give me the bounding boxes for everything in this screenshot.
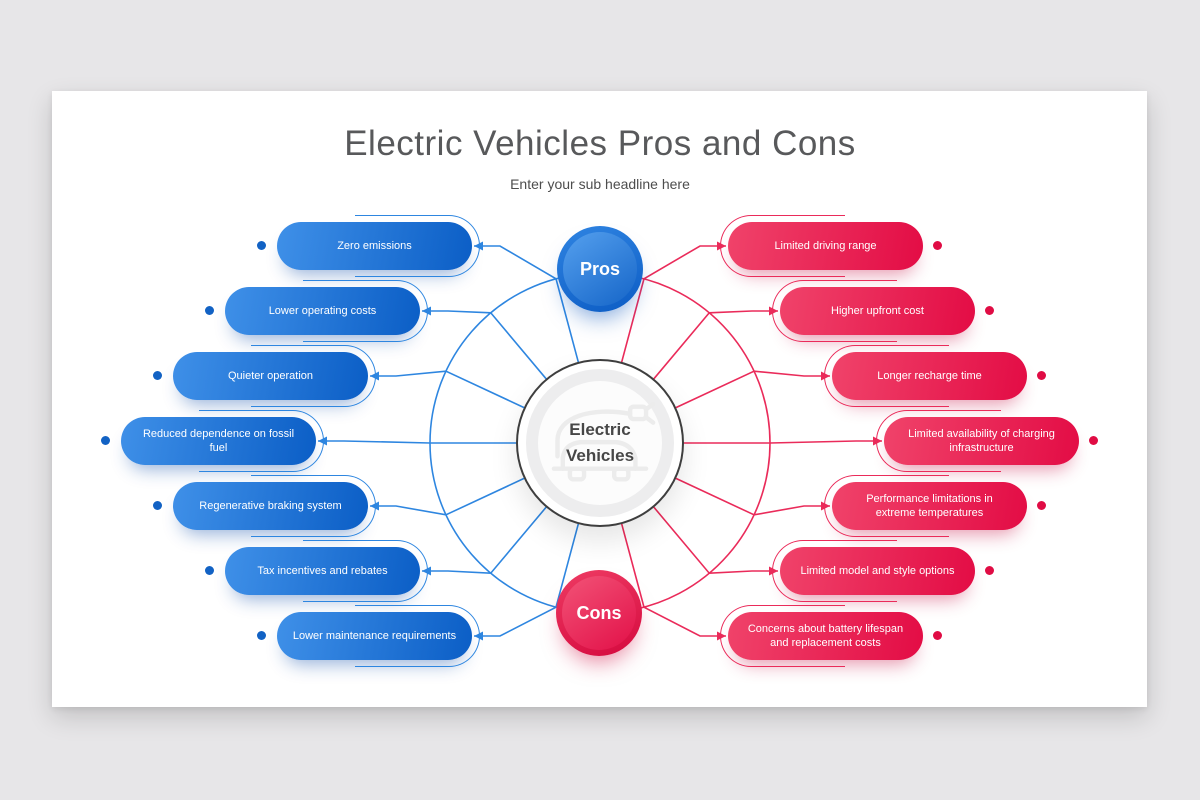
- pros-node-label: Pros: [579, 258, 621, 279]
- con-pill-7: Concerns about battery lifespan and repl…: [720, 605, 923, 667]
- con-pill-4: Limited availability of charging infrast…: [876, 410, 1079, 472]
- con-pill-label: Limited model and style options: [800, 564, 955, 577]
- cons-node-ring: [562, 576, 636, 650]
- con-pill-label: Higher upfront cost: [831, 304, 924, 317]
- pro-pill-7: Lower maintenance requirements: [277, 605, 480, 667]
- slide-title: Electric Vehicles Pros and Cons: [344, 124, 856, 163]
- pro-pill-1: Zero emissions: [277, 215, 480, 277]
- pro-pill-label: Tax incentives and rebates: [257, 564, 388, 577]
- cons-node: Cons: [556, 570, 642, 656]
- con-bullet-dot: [985, 306, 994, 315]
- pro-pill-label: Lower operating costs: [268, 304, 377, 317]
- pro-pill-5: Regenerative braking system: [173, 475, 376, 537]
- con-pill-label: Limited driving range: [774, 239, 877, 252]
- pro-pill-4: Reduced dependence on fossil fuel: [121, 410, 324, 472]
- con-pill-6: Limited model and style options: [772, 540, 975, 602]
- con-bullet-dot: [933, 241, 942, 250]
- con-pill-3: Longer recharge time: [824, 345, 1027, 407]
- pro-pill-2: Lower operating costs: [225, 280, 428, 342]
- cons-node-label: Cons: [576, 602, 622, 623]
- pro-bullet-dot: [257, 631, 266, 640]
- con-bullet-dot: [1037, 501, 1046, 510]
- pro-pill-label: Quieter operation: [228, 369, 313, 382]
- con-bullet-dot: [1089, 436, 1098, 445]
- con-bullet-dot: [1037, 371, 1046, 380]
- pro-bullet-dot: [257, 241, 266, 250]
- pro-pill-label: Reduced dependence on fossil fuel: [142, 427, 295, 454]
- con-bullet-dot: [933, 631, 942, 640]
- pro-bullet-dot: [101, 436, 110, 445]
- pro-pill-label: Lower maintenance requirements: [292, 629, 457, 642]
- center-node: Electric Vehicles: [516, 359, 684, 527]
- con-pill-5: Performance limitations in extreme tempe…: [824, 475, 1027, 537]
- ev-car-charging-plug-icon: [538, 381, 662, 505]
- pro-pill-label: Regenerative braking system: [199, 499, 342, 512]
- con-pill-1: Limited driving range: [720, 215, 923, 277]
- pro-bullet-dot: [205, 566, 214, 575]
- pro-pill-6: Tax incentives and rebates: [225, 540, 428, 602]
- pro-bullet-dot: [205, 306, 214, 315]
- con-pill-label: Limited availability of charging infrast…: [908, 427, 1055, 454]
- slide-subtitle: Enter your sub headline here: [510, 176, 690, 192]
- con-pill-label: Longer recharge time: [877, 369, 982, 382]
- pro-bullet-dot: [153, 371, 162, 380]
- center-node-label: Electric Vehicles: [565, 419, 635, 465]
- con-bullet-dot: [985, 566, 994, 575]
- pro-pill-3: Quieter operation: [173, 345, 376, 407]
- center-node-core: Electric Vehicles: [538, 381, 662, 505]
- pros-node-ring: [563, 232, 637, 306]
- con-pill-2: Higher upfront cost: [772, 280, 975, 342]
- pros-node: Pros: [557, 226, 643, 312]
- pro-pill-label: Zero emissions: [337, 239, 412, 252]
- con-pill-label: Concerns about battery lifespan and repl…: [747, 622, 904, 649]
- pro-bullet-dot: [153, 501, 162, 510]
- con-pill-label: Performance limitations in extreme tempe…: [866, 492, 993, 519]
